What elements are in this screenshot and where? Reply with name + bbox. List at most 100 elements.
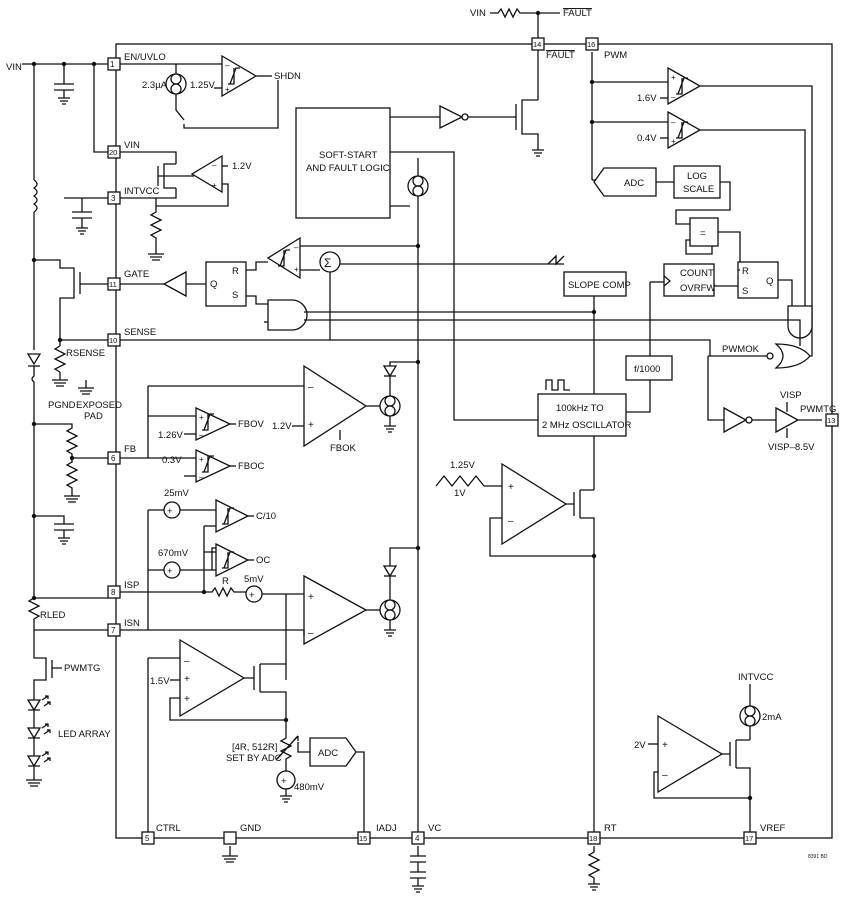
svg-text:1V: 1V: [454, 488, 466, 499]
svg-text:ISP: ISP: [124, 580, 139, 591]
output-cap: [34, 515, 74, 545]
pin-8[interactable]: 8 ISP: [107, 580, 139, 599]
svg-text:–: –: [671, 118, 676, 127]
pin-11[interactable]: 11 GATE: [107, 269, 149, 291]
rt-resistor: [587, 846, 601, 891]
pin-20[interactable]: 20 VIN: [107, 140, 140, 159]
intvcc-regulator: – + 1.2V: [120, 151, 252, 261]
chip-outline: [115, 43, 833, 839]
ctrl-amp: – + + 1.5V: [147, 638, 289, 838]
svg-text:+: +: [199, 455, 204, 464]
svg-text:R: R: [232, 266, 239, 277]
svg-text:[4R, 512R]: [4R, 512R]: [232, 742, 277, 753]
rled-resistor: RLED: [27, 595, 108, 652]
pin-14[interactable]: 14 FAULT: [531, 37, 575, 61]
svg-text:13: 13: [827, 416, 835, 425]
svg-text:VISP–8.5V: VISP–8.5V: [768, 442, 815, 453]
svg-text:Q: Q: [210, 279, 217, 290]
vin-top-label: VIN: [470, 8, 486, 19]
svg-text:ADC: ADC: [318, 748, 338, 759]
f1000-block: f/1000: [625, 282, 673, 413]
and-gate-left: [264, 299, 801, 338]
pin-7[interactable]: 7 ISN: [107, 618, 140, 637]
svg-text:+: +: [281, 776, 287, 787]
fault-inverter: [390, 104, 469, 130]
pin-15[interactable]: 15 IADJ: [357, 823, 397, 845]
svg-text:17: 17: [745, 834, 753, 843]
svg-text:1.25V: 1.25V: [190, 80, 215, 91]
svg-text:+: +: [671, 137, 676, 146]
svg-text:PWM: PWM: [604, 50, 627, 61]
svg-text:OC: OC: [256, 555, 270, 566]
pin-16[interactable]: 16 PWM: [585, 37, 627, 61]
pin-10[interactable]: 10 SENSE: [107, 327, 156, 347]
pin-gnd[interactable]: GND: [223, 823, 261, 845]
svg-text:3: 3: [111, 194, 116, 203]
latch-left: R S Q: [205, 261, 268, 307]
softstart-block: SOFT-START AND FAULT LOGIC: [295, 107, 410, 219]
svg-text:15: 15: [359, 834, 367, 843]
pin-4[interactable]: 4 VC: [411, 823, 441, 845]
svg-text:8: 8: [111, 588, 116, 597]
svg-text:+: +: [167, 506, 173, 517]
svg-text:–: –: [199, 431, 204, 440]
svg-text:+: +: [212, 181, 217, 190]
c10-comparator: 25mV + C/10: [148, 488, 276, 534]
svg-text:C/10: C/10: [256, 511, 276, 522]
svg-text:GND: GND: [240, 823, 261, 834]
iadj-network: [4R, 512R] SET BY ADC + 480mV: [226, 720, 325, 803]
svg-text:–: –: [225, 61, 230, 70]
svg-text:670mV: 670mV: [158, 548, 189, 559]
svg-text:20: 20: [109, 148, 117, 157]
svg-text:–: –: [508, 516, 514, 527]
svg-text:FB: FB: [124, 444, 136, 455]
svg-text:+: +: [167, 566, 173, 577]
pin-3[interactable]: 3 INTVCC: [107, 186, 160, 205]
svg-text:SHDN: SHDN: [274, 71, 301, 82]
pin-13[interactable]: 13: [825, 413, 839, 427]
svg-text:–: –: [671, 93, 676, 102]
svg-text:6: 6: [111, 454, 116, 463]
pin-1[interactable]: 1 EN/UVLO: [107, 52, 166, 71]
fault-pullup: VIN FAULT: [470, 7, 592, 100]
shdn-comparator: – + SHDN: [214, 54, 301, 98]
svg-text:+: +: [184, 694, 190, 705]
svg-text:11: 11: [109, 280, 117, 289]
summer: Σ: [319, 251, 341, 340]
pin-6[interactable]: 6 FB: [107, 444, 136, 465]
svg-text:EXPOSED: EXPOSED: [76, 400, 122, 411]
svg-text:R: R: [222, 576, 229, 587]
svg-text:SET BY ADC: SET BY ADC: [226, 753, 282, 764]
led-array: LED ARRAY: [26, 695, 111, 787]
pwm-comparator: – +: [266, 236, 421, 280]
fbov-comparator: + – 1.26V FBOV: [147, 386, 265, 458]
svg-text:Σ: Σ: [324, 256, 331, 270]
fboc-comparator: + – 0.3V FBOC: [120, 448, 265, 484]
svg-text:10: 10: [109, 336, 117, 345]
softstart-current-source: [407, 158, 429, 838]
svg-text:+: +: [225, 85, 230, 94]
svg-text:16: 16: [587, 40, 595, 49]
svg-text:SLOPE COMP: SLOPE COMP: [568, 280, 631, 291]
svg-text:1.2V: 1.2V: [232, 161, 252, 172]
svg-text:100kHz TO: 100kHz TO: [556, 403, 604, 414]
pin-5[interactable]: 5 CTRL: [141, 823, 181, 845]
svg-text:1.26V: 1.26V: [158, 430, 183, 441]
svg-text:FAULT: FAULT: [546, 50, 575, 61]
comparator-0p4v: – + 0.4V: [637, 110, 806, 306]
fb-divider: [34, 423, 108, 503]
svg-text:PWMTG: PWMTG: [64, 663, 100, 674]
svg-text:RLED: RLED: [40, 610, 65, 621]
svg-text:1.5V: 1.5V: [150, 676, 170, 687]
pin-18[interactable]: 18 RT: [587, 823, 617, 845]
svg-text:SENSE: SENSE: [124, 327, 156, 338]
svg-text:+: +: [184, 674, 190, 685]
fb-error-amp: – + 1.2V FBOK: [148, 359, 421, 454]
svg-text:VC: VC: [428, 823, 441, 834]
oc-comparator: 670mV + OC: [148, 526, 270, 592]
pin-17[interactable]: 17 VREF: [743, 823, 786, 845]
sense-line: [120, 339, 711, 356]
svg-text:+: +: [249, 590, 255, 601]
svg-text:INTVCC: INTVCC: [738, 672, 774, 683]
svg-text:CTRL: CTRL: [156, 823, 181, 834]
